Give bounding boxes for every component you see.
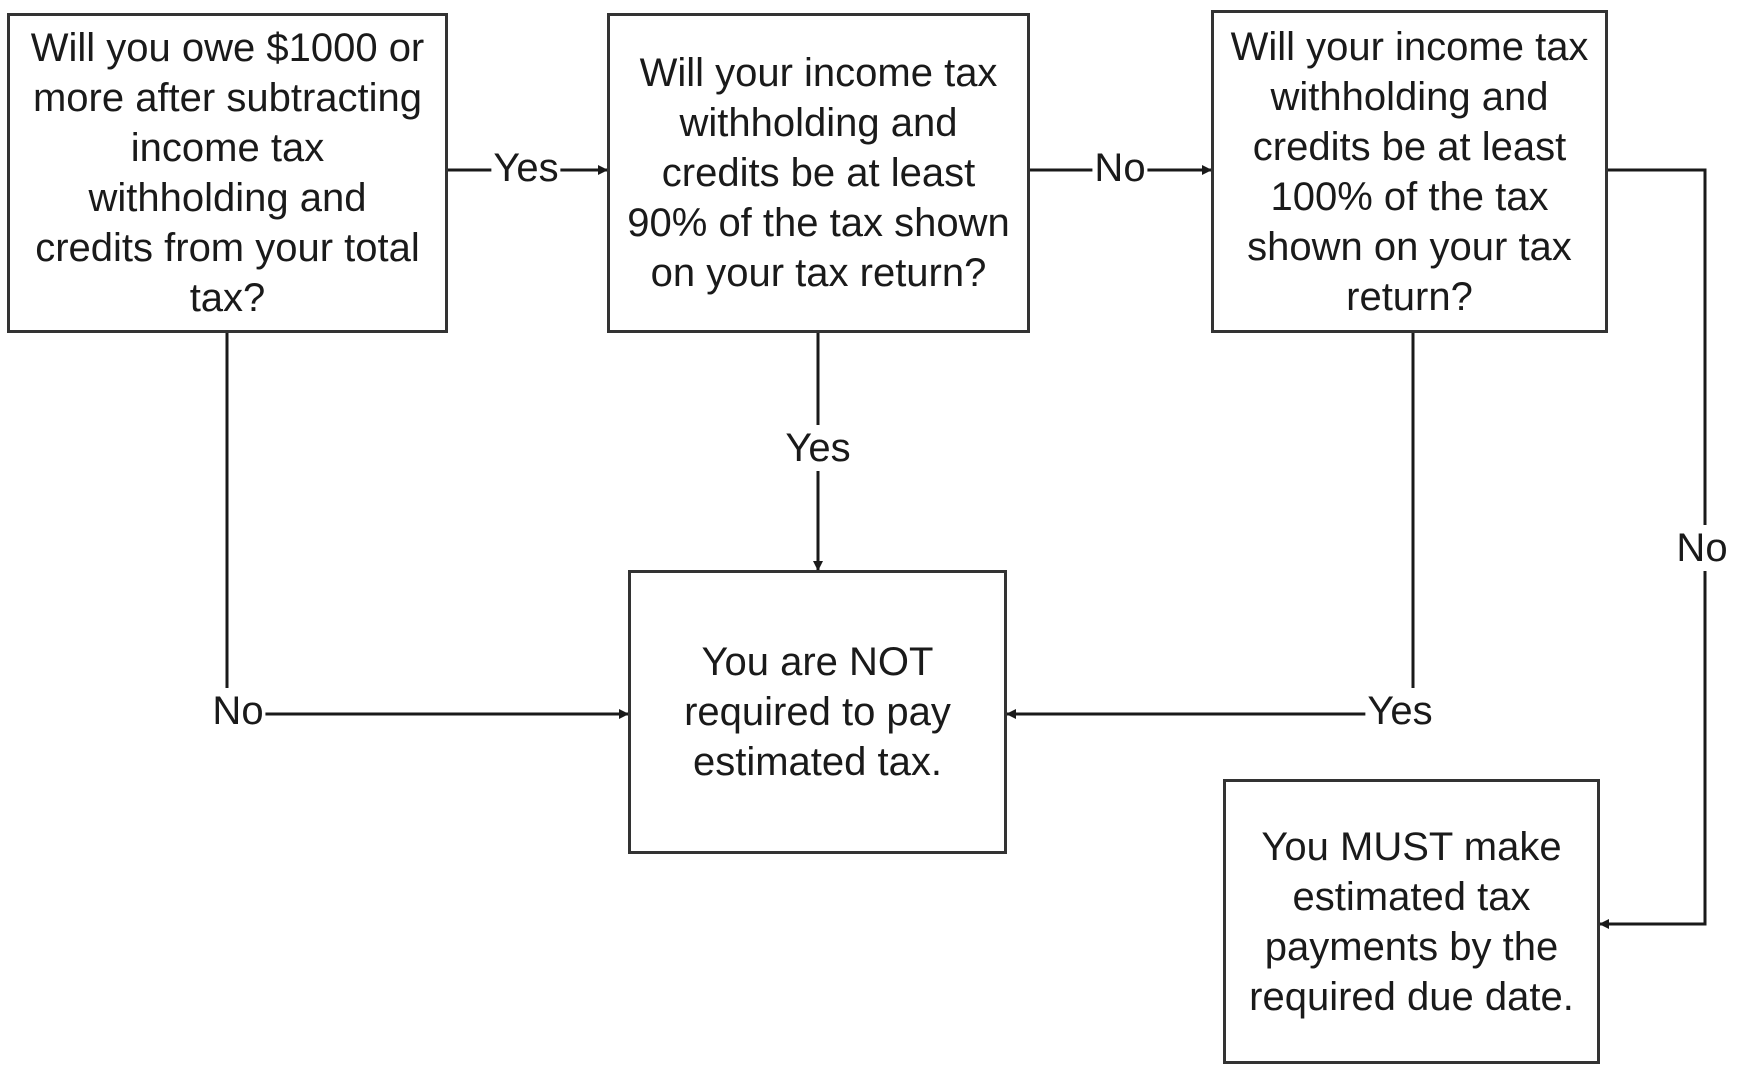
- label-q1-yes: Yes: [491, 145, 561, 191]
- label-q3-no: No: [1674, 525, 1730, 571]
- label-q2-yes: Yes: [783, 425, 853, 471]
- not-required-box: You are NOT required to pay estimated ta…: [628, 570, 1007, 854]
- label-q1-no: No: [210, 688, 266, 734]
- label-q3-yes: Yes: [1365, 688, 1435, 734]
- question-90-percent-text: Will your income tax withholding and cre…: [627, 51, 1010, 295]
- question-owe-1000-text: Will you owe $1000 or more after subtrac…: [30, 26, 425, 320]
- connector-q3-yes: [1006, 333, 1415, 719]
- question-100-percent-text: Will your income tax withholding and cre…: [1230, 24, 1589, 319]
- question-90-percent-box: Will your income tax withholding and cre…: [607, 13, 1030, 333]
- connector-q1-no: [225, 333, 629, 719]
- question-100-percent-box: Will your income tax withholding and cre…: [1211, 10, 1608, 333]
- question-owe-1000-box: Will you owe $1000 or more after subtrac…: [7, 13, 448, 333]
- must-pay-box: You MUST make estimated tax payments by …: [1223, 779, 1600, 1064]
- must-pay-text: You MUST make estimated tax payments by …: [1249, 824, 1574, 1019]
- label-q2-no: No: [1092, 145, 1148, 191]
- not-required-text: You are NOT required to pay estimated ta…: [684, 640, 951, 784]
